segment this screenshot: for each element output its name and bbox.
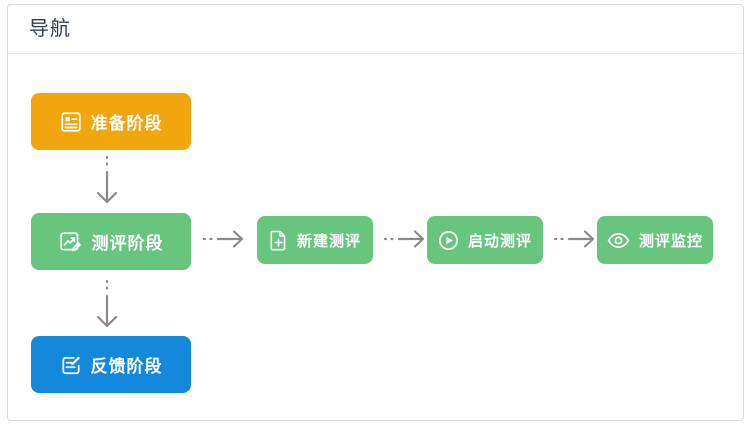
stage-button-feedback[interactable]: 反馈阶段 bbox=[31, 336, 191, 393]
navigation-card: 导航 准备阶段 bbox=[7, 4, 744, 421]
step-button-label: 测评监控 bbox=[638, 232, 703, 250]
stage-button-assess[interactable]: 测评阶段 bbox=[31, 213, 191, 270]
step-button-start-assessment[interactable]: 启动测评 bbox=[427, 216, 543, 264]
chart-edit-icon bbox=[59, 231, 83, 253]
stage-button-label: 反馈阶段 bbox=[90, 357, 163, 376]
file-add-icon bbox=[269, 230, 288, 251]
step-button-create-assessment[interactable]: 新建测评 bbox=[257, 216, 373, 264]
title-divider bbox=[8, 53, 743, 54]
dotted-arrow-down-icon bbox=[95, 277, 119, 338]
step-button-monitor-assessment[interactable]: 测评监控 bbox=[597, 216, 713, 264]
page-title: 导航 bbox=[29, 18, 71, 40]
dotted-arrow-right-icon bbox=[381, 229, 429, 254]
stage-button-label: 准备阶段 bbox=[90, 114, 163, 133]
stage-button-prepare[interactable]: 准备阶段 bbox=[31, 93, 191, 150]
step-button-label: 新建测评 bbox=[296, 232, 361, 250]
edit-square-icon bbox=[60, 354, 82, 376]
dotted-arrow-right-icon bbox=[200, 229, 248, 254]
dotted-arrow-down-icon bbox=[95, 153, 119, 214]
document-list-icon bbox=[60, 111, 82, 133]
stage-button-label: 测评阶段 bbox=[91, 234, 164, 253]
eye-icon bbox=[607, 232, 630, 249]
play-circle-icon bbox=[438, 230, 459, 251]
step-button-label: 启动测评 bbox=[467, 232, 532, 250]
dotted-arrow-right-icon bbox=[551, 229, 599, 254]
